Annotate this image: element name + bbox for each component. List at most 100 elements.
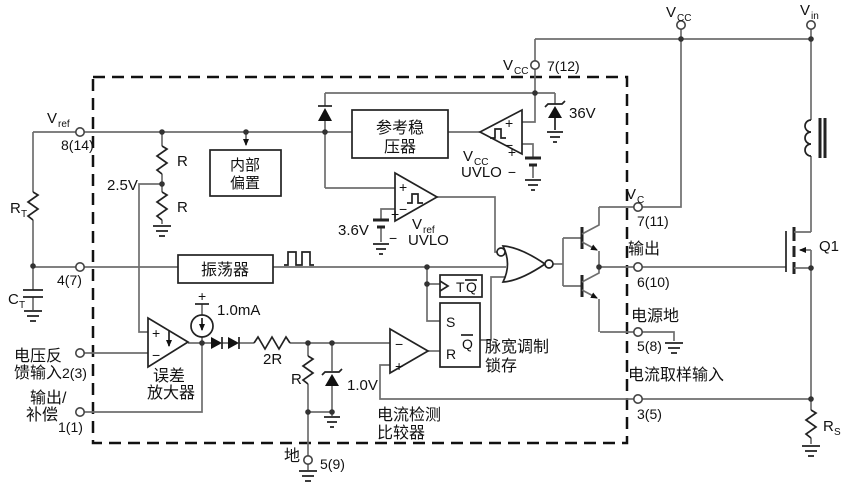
vcc-terminal-label: V bbox=[666, 4, 676, 21]
r-bottom-label: R bbox=[177, 199, 188, 216]
current-source-icon bbox=[190, 303, 214, 338]
junction-dot bbox=[424, 264, 430, 270]
3p6v-label: 3.6V bbox=[338, 222, 369, 239]
ref-batt-minus: − bbox=[508, 164, 516, 180]
junction-dots bbox=[30, 36, 814, 415]
internal-bias-block bbox=[209, 149, 282, 197]
wire bbox=[642, 331, 675, 341]
junction-dot bbox=[159, 181, 165, 187]
pin-circle-cs bbox=[632, 393, 643, 404]
vref-uvlo-comparator bbox=[394, 171, 439, 223]
pin-circle-gnd bbox=[302, 454, 313, 465]
npn-transistor-top bbox=[580, 207, 600, 267]
err-amp-label-2: 放大器 bbox=[147, 384, 195, 402]
vcc-pin-sub: CC bbox=[514, 66, 528, 77]
junction-dot bbox=[322, 129, 328, 135]
tff-q-label: Q bbox=[466, 279, 477, 295]
vc-pin-sub: C bbox=[637, 195, 644, 206]
rt-label: R bbox=[10, 200, 21, 217]
isrc-label: 1.0mA bbox=[217, 302, 260, 319]
vin-terminal-sub: in bbox=[811, 11, 819, 22]
junction-dot bbox=[808, 396, 814, 402]
rt-label-sub: T bbox=[21, 209, 27, 220]
resistor-rs bbox=[804, 409, 818, 439]
ground-icon bbox=[525, 179, 541, 191]
batt-minus: − bbox=[389, 230, 397, 246]
junction-dot bbox=[305, 340, 311, 346]
terminal-circle-vcc bbox=[675, 19, 686, 30]
reference-regulator-block bbox=[351, 109, 449, 159]
wire bbox=[138, 183, 162, 333]
bias-block-label-1: 内部 bbox=[230, 157, 260, 174]
r-top-label: R bbox=[177, 153, 188, 170]
vref-pin-sub: ref bbox=[58, 119, 70, 130]
batt-plus: + bbox=[391, 206, 399, 222]
junction-dot bbox=[159, 129, 165, 135]
core-bars bbox=[818, 118, 827, 158]
vref-uvlo-plus: + bbox=[399, 179, 407, 195]
ct-label: C bbox=[8, 291, 19, 308]
junction-dot bbox=[30, 263, 36, 269]
diode-icon bbox=[228, 337, 240, 349]
1v-zener-label: 1.0V bbox=[347, 377, 378, 394]
err-amp-plus: + bbox=[152, 325, 160, 341]
wire bbox=[522, 93, 536, 123]
q1-label: Q1 bbox=[819, 238, 839, 255]
pin-circle-rtct bbox=[75, 261, 86, 272]
ground-icon bbox=[324, 416, 340, 428]
ground-icon bbox=[547, 131, 563, 143]
junction-dot bbox=[329, 409, 335, 415]
wire bbox=[437, 196, 497, 253]
junction-dot bbox=[596, 264, 602, 270]
latch-q-label: Q bbox=[462, 336, 473, 352]
ground-icon bbox=[802, 445, 820, 457]
vfb-pin-number: 2(3) bbox=[62, 365, 87, 381]
gnd-pin-label: 地 bbox=[284, 447, 300, 465]
junction-dot bbox=[424, 281, 430, 287]
ground-icon bbox=[665, 342, 683, 354]
current-sense-comparator bbox=[389, 327, 430, 375]
npn-transistor-bottom bbox=[580, 267, 600, 332]
ground-icon bbox=[299, 470, 317, 482]
vref-pin-label: V bbox=[47, 110, 57, 127]
ref-reg-label-1: 参考稳 bbox=[376, 119, 424, 137]
ref-batt-plus: + bbox=[508, 144, 516, 160]
error-amplifier bbox=[147, 316, 190, 369]
r-mid-label: R bbox=[291, 371, 302, 388]
ic-boundary-dashed-box bbox=[91, 75, 629, 445]
pin-circle-vcc bbox=[529, 59, 540, 70]
zener-36v-icon bbox=[544, 100, 566, 143]
capacitor-ct bbox=[23, 289, 43, 298]
vcc-uvlo-plus: + bbox=[505, 115, 513, 131]
input-bubble-icon bbox=[496, 247, 506, 257]
gnd-pin-number: 5(9) bbox=[320, 456, 345, 472]
wire bbox=[642, 39, 682, 208]
wire bbox=[84, 343, 203, 413]
pin-circle-vfb bbox=[75, 347, 86, 358]
rtct-pin-number: 4(7) bbox=[57, 272, 82, 288]
latch-s-label: S bbox=[446, 314, 455, 330]
latch-label-1: 脉宽调制 bbox=[485, 338, 549, 356]
pwrgnd-pin-number: 5(8) bbox=[637, 338, 662, 354]
zener-1v-icon bbox=[321, 368, 343, 428]
ct-label-sub: T bbox=[19, 300, 25, 311]
resistor-r-top bbox=[155, 145, 169, 175]
out-pin-number: 6(10) bbox=[637, 274, 670, 290]
latch-r-label: R bbox=[446, 346, 456, 362]
2p5v-label: 2.5V bbox=[107, 177, 138, 194]
rs-label-sub: S bbox=[834, 427, 841, 438]
battery-icon bbox=[525, 156, 541, 191]
cs-pin-number: 3(5) bbox=[637, 406, 662, 422]
pin-circle-pwrgnd bbox=[632, 326, 643, 337]
oscillator-label: 振荡器 bbox=[201, 261, 249, 279]
pin-circle-vref bbox=[75, 127, 86, 138]
comp-pin-label-2: 补偿 bbox=[26, 406, 58, 424]
vcc-uvlo-label-sub: CC bbox=[474, 157, 488, 168]
junction-dot bbox=[305, 409, 311, 415]
pin-circle-comp bbox=[75, 406, 86, 417]
bias-block-label-2: 偏置 bbox=[230, 175, 260, 192]
latch-label-2: 锁存 bbox=[485, 357, 517, 375]
vcc-pin-label: V bbox=[503, 57, 513, 74]
junction-dot bbox=[329, 340, 335, 346]
